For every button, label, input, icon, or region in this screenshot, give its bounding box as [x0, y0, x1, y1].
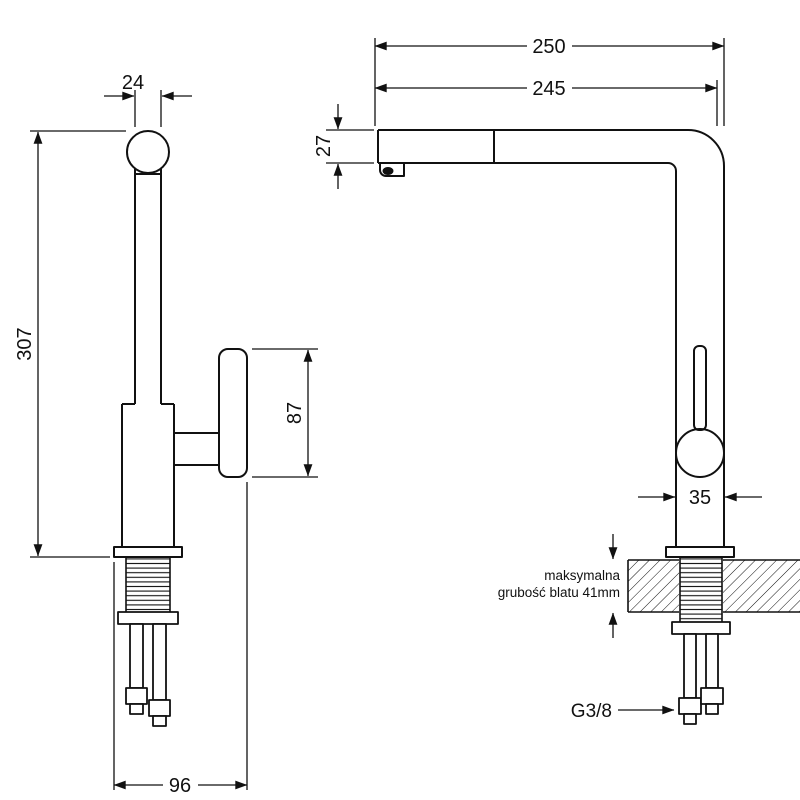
side-hose-right-tip: [705, 703, 719, 715]
front-hose-right-tube: [152, 623, 167, 701]
countertop-hatch-right: [722, 560, 800, 612]
countertop-hatch-left: [628, 560, 680, 612]
side-handle-lever: [693, 345, 707, 431]
dim-body-width-label: 35: [689, 487, 711, 509]
side-shank-edges: [679, 558, 723, 622]
dim-spout-height: 27: [313, 104, 374, 189]
dim-spout-width-extensions: [134, 90, 162, 127]
front-handle-lever: [218, 348, 248, 478]
front-faucet-outline: [113, 130, 248, 727]
thread-size-label: G3/8: [571, 701, 612, 722]
front-hose-right: [148, 623, 171, 727]
side-hose-left: [678, 633, 702, 725]
counter-note-line1: maksymalna: [544, 568, 620, 583]
counter-thickness-annotation: maksymalna grubość blatu 41mm: [498, 534, 620, 638]
front-hose-right-fitting: [148, 699, 171, 717]
dim-handle-length-label: 87: [284, 402, 306, 424]
front-hose-left-tip: [129, 703, 144, 715]
front-threaded-shank: [126, 557, 170, 612]
dim-handle-length: 87: [252, 348, 318, 478]
dim-handle-length-extensions: [252, 348, 318, 478]
side-hose-left-fitting: [678, 697, 702, 715]
dim-spout-width-label: 24: [122, 72, 144, 94]
countertop-section: [627, 559, 800, 613]
side-spout-inner: [378, 162, 677, 547]
dim-total-reach: 250: [374, 36, 725, 126]
dim-spout-width: 24: [104, 72, 192, 127]
side-hose-left-tube: [683, 633, 697, 699]
front-shank-edges: [125, 557, 171, 612]
front-view: 24 307 87 96: [14, 72, 318, 797]
side-spout-outer: [378, 129, 725, 547]
thread-size-annotation: G3/8: [571, 701, 675, 722]
side-mounting-plate: [671, 621, 731, 635]
front-handle-stem: [174, 432, 219, 466]
dim-total-reach-label: 250: [532, 36, 565, 58]
side-threaded-shank: [680, 558, 722, 622]
front-hose-left-fitting: [125, 687, 148, 705]
side-aerator-outlet: [382, 167, 394, 175]
side-handle-knob: [675, 428, 725, 478]
dim-total-height: 307: [14, 130, 126, 558]
dim-spout-height-extensions: [326, 129, 374, 164]
front-hose-right-tip: [152, 715, 167, 727]
side-aerator: [379, 163, 405, 177]
front-spout-cap: [126, 130, 170, 174]
dim-spout-reach-label: 245: [532, 78, 565, 100]
front-base-flange: [113, 546, 183, 558]
dim-spout-reach: 245: [374, 78, 718, 126]
dim-body-width: 35: [638, 487, 762, 509]
front-hose-left: [125, 623, 148, 715]
counter-note-line2: grubość blatu 41mm: [498, 585, 620, 600]
dim-base-depth: 96: [113, 482, 248, 797]
dim-total-reach-extensions: [374, 38, 725, 126]
front-riser-pipe: [134, 168, 162, 404]
front-mounting-plate: [117, 611, 179, 625]
side-hose-right-fitting: [700, 687, 724, 705]
dim-spout-height-label: 27: [313, 135, 335, 157]
side-view: 250 245 27 35 maksymalna grubość blatu 4…: [313, 36, 800, 725]
side-hose-right-tube: [705, 633, 719, 689]
dim-base-depth-label: 96: [169, 775, 191, 797]
front-hose-left-tube: [129, 623, 144, 689]
dim-base-depth-extensions: [113, 482, 248, 790]
front-body: [121, 403, 175, 547]
side-hose-left-tip: [683, 713, 697, 725]
side-base-flange: [665, 546, 735, 558]
dim-total-height-extensions: [30, 130, 126, 558]
dim-total-height-label: 307: [14, 327, 36, 360]
side-hose-right: [700, 633, 724, 715]
side-faucet-outline: [377, 129, 735, 558]
